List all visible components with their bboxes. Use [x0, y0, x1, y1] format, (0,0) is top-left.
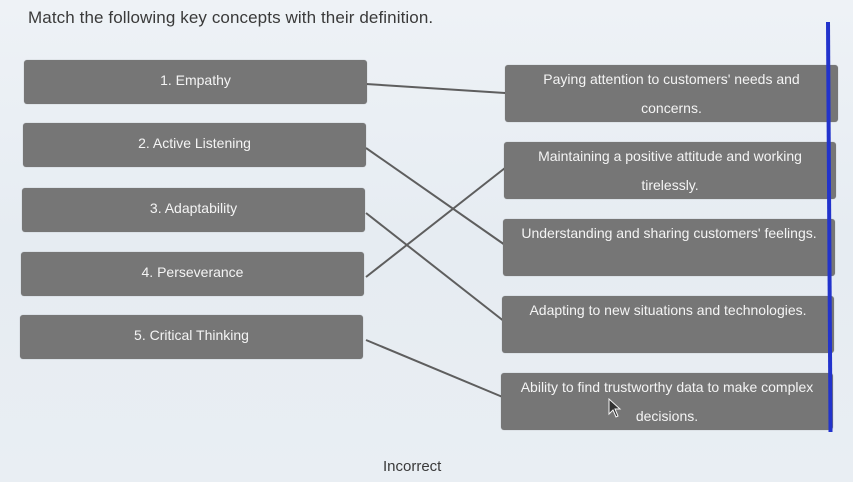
concept-label: 4. Perseverance — [141, 264, 244, 280]
definition-label: Ability to find trustworthy data to make… — [520, 379, 814, 424]
connector-perseverance — [365, 167, 506, 278]
concept-perseverance[interactable]: 4. Perseverance — [21, 252, 364, 296]
definition-adapting[interactable]: Adapting to new situations and technolog… — [502, 296, 834, 353]
definition-attention[interactable]: Paying attention to customers' needs and… — [505, 65, 838, 122]
definition-critical-data[interactable]: Ability to find trustworthy data to make… — [501, 373, 833, 430]
concept-active-listening[interactable]: 2. Active Listening — [23, 123, 366, 167]
concept-adaptability[interactable]: 3. Adaptability — [22, 188, 365, 232]
definition-label: Paying attention to customers' needs and… — [543, 71, 800, 116]
mouse-cursor-icon — [608, 398, 622, 418]
definition-sharing-feelings[interactable]: Understanding and sharing customers' fee… — [503, 219, 835, 276]
definition-label: Understanding and sharing customers' fee… — [521, 225, 817, 241]
definition-label: Maintaining a positive attitude and work… — [538, 148, 802, 193]
connector-adaptability — [365, 212, 506, 323]
connector-critical-thinking — [365, 339, 506, 399]
definition-positive-attitude[interactable]: Maintaining a positive attitude and work… — [504, 142, 836, 199]
concept-label: 3. Adaptability — [149, 200, 238, 216]
result-status: Incorrect — [383, 458, 442, 475]
connector-active-listening — [365, 147, 506, 246]
concept-critical-thinking[interactable]: 5. Critical Thinking — [20, 315, 363, 359]
question-title: Match the following key concepts with th… — [28, 8, 434, 27]
concept-label: 5. Critical Thinking — [134, 327, 249, 343]
concept-label: 1. Empathy — [160, 72, 231, 88]
definition-label: Adapting to new situations and technolog… — [529, 302, 807, 318]
connector-empathy — [365, 83, 506, 94]
concept-label: 2. Active Listening — [138, 135, 251, 151]
concept-empathy[interactable]: 1. Empathy — [24, 60, 367, 104]
